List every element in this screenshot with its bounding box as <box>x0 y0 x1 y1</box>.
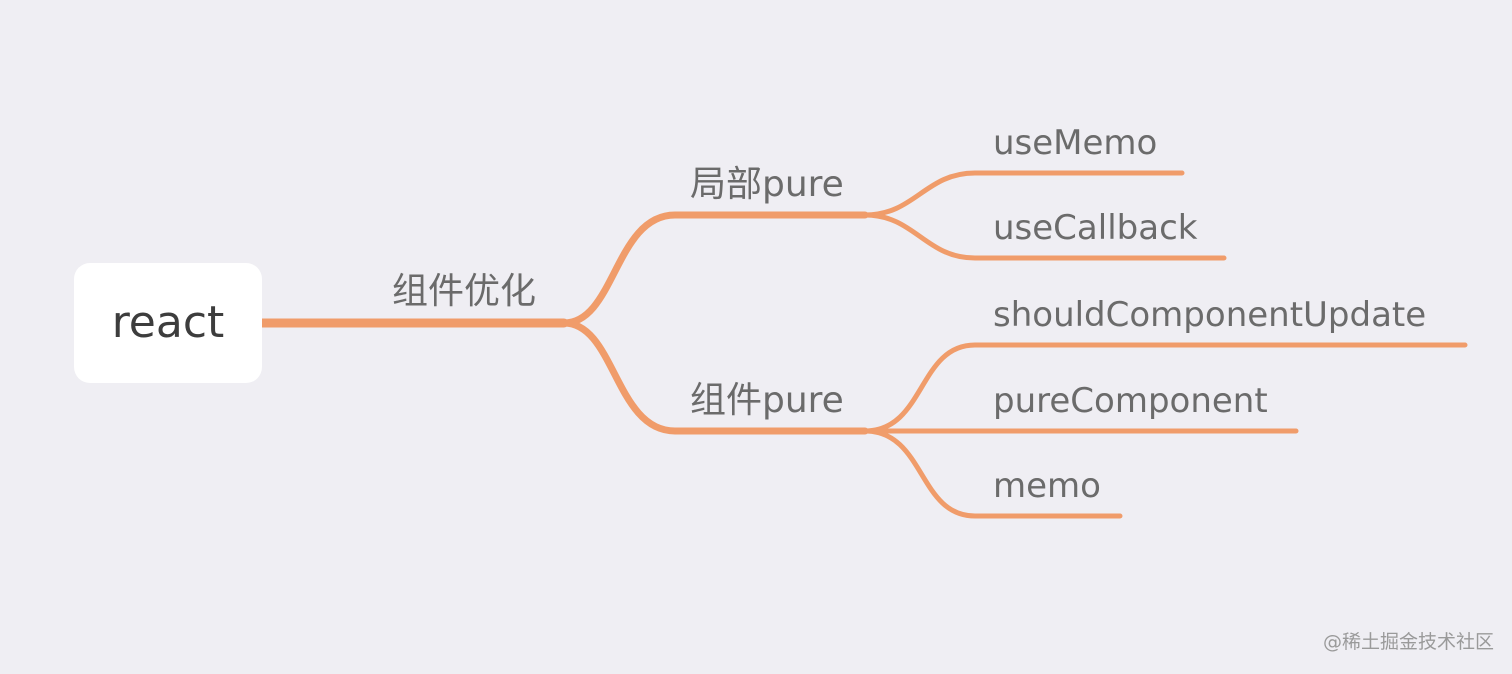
connector-branch-to-component-pure <box>560 319 869 435</box>
branch-node-label[interactable]: 组件优化 <box>392 271 537 312</box>
connector-to-usecallback <box>862 212 1227 261</box>
connector-branch-to-local-pure <box>560 211 869 327</box>
watermark: @稀土掘金技术社区 <box>1322 631 1494 653</box>
connector-to-shouldcomponentupdate <box>862 342 1468 434</box>
connector-to-usememo <box>862 170 1185 218</box>
root-node-label: react <box>111 297 225 348</box>
sub-branch-component-pure-label[interactable]: 组件pure <box>690 380 844 421</box>
leaf-usecallback-label[interactable]: useCallback <box>993 208 1198 248</box>
connector-to-memo <box>862 428 1123 519</box>
sub-branch-local-pure-label[interactable]: 局部pure <box>690 164 844 205</box>
leaf-purecomponent-label[interactable]: pureComponent <box>993 381 1268 421</box>
root-node[interactable]: react <box>74 263 262 383</box>
leaf-shouldcomponentupdate-label[interactable]: shouldComponentUpdate <box>993 295 1427 335</box>
leaf-memo-label[interactable]: memo <box>993 466 1101 506</box>
leaf-usememo-label[interactable]: useMemo <box>993 123 1158 163</box>
